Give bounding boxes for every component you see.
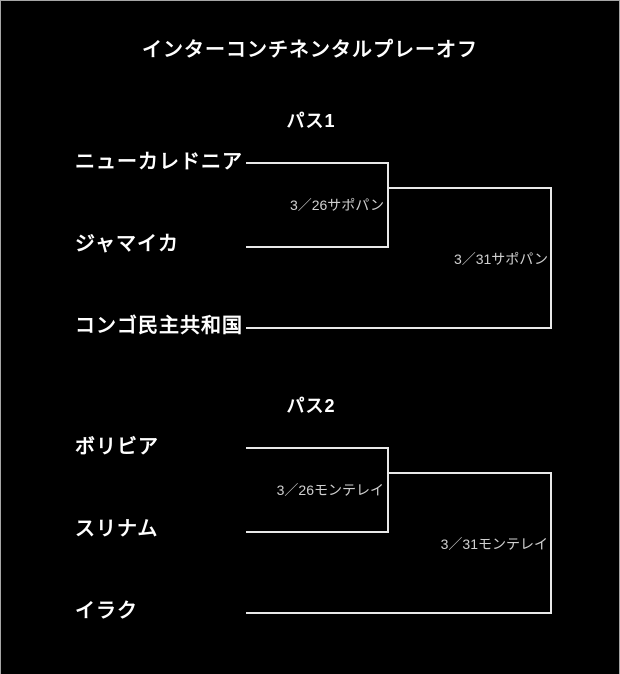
final-match-label: 3／31サポパン: [453, 251, 548, 267]
team-name-top: ニューカレドニア: [75, 151, 243, 173]
team-name-final-opponent: コンゴ民主共和国: [75, 315, 243, 337]
bracket-line-final-opponent: [246, 327, 552, 329]
bracket-path-1: パス1 ニューカレドニア ジャマイカ コンゴ民主共和国 3／26サポパン 3／3…: [1, 1, 619, 346]
semifinal-match-label: 3／26サポパン: [289, 197, 384, 213]
team-name-final-opponent: イラク: [75, 600, 138, 622]
bracket-line-top-team: [246, 447, 389, 449]
path-1-header: パス1: [286, 111, 336, 131]
winner-advance-line: [387, 472, 552, 474]
semifinal-vertical-connector: [387, 162, 389, 248]
final-vertical-connector: [550, 187, 552, 329]
tournament-title: インターコンチネンタルプレーオフ: [142, 39, 478, 61]
semifinal-vertical-connector: [387, 447, 389, 533]
team-name-bottom: スリナム: [75, 518, 159, 540]
bracket-line-bottom-team: [246, 246, 389, 248]
team-name-bottom: ジャマイカ: [75, 233, 179, 255]
bracket-line-final-opponent: [246, 612, 552, 614]
path-2-header: パス2: [286, 396, 336, 416]
final-match-label: 3／31モンテレイ: [440, 536, 548, 552]
winner-advance-line: [387, 187, 552, 189]
semifinal-match-label: 3／26モンテレイ: [276, 482, 384, 498]
bracket-path-2: パス2 ボリビア スリナム イラク 3／26モンテレイ 3／31モンテレイ: [1, 286, 619, 631]
team-name-top: ボリビア: [75, 436, 159, 458]
bracket-line-bottom-team: [246, 531, 389, 533]
bracket-line-top-team: [246, 162, 389, 164]
final-vertical-connector: [550, 472, 552, 614]
